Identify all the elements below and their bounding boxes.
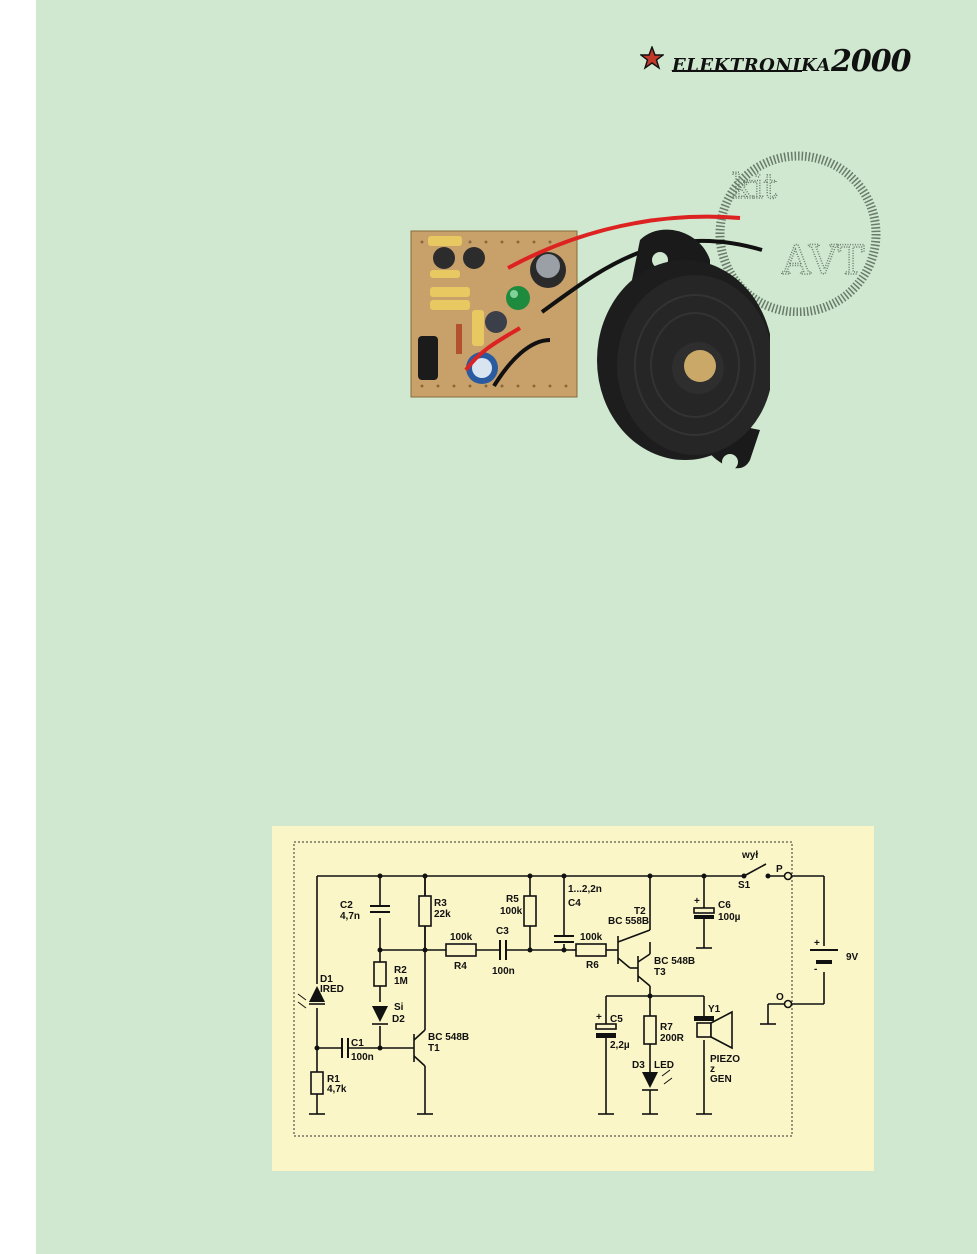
battery-value: 9V: [846, 952, 859, 963]
r7-value: 200R: [660, 1033, 685, 1044]
piezo-y1: [694, 1010, 733, 1050]
piezo-buzzer: [597, 229, 770, 470]
logo-underline: [672, 70, 802, 72]
c5-plus: +: [596, 1012, 602, 1023]
c3-value: 100n: [492, 966, 515, 977]
resistor-r4: [445, 943, 477, 957]
c6-name: C6: [718, 900, 731, 911]
circuit-schematic: wył S1 P O + - 9V D1 IRED R1 4,7k C1 100…: [293, 841, 859, 1137]
pcb-board: [410, 230, 578, 398]
logo-year: 2000: [831, 44, 911, 79]
c5-name: C5: [610, 1014, 623, 1025]
d3-value: LED: [654, 1060, 674, 1071]
c4-name: C4: [568, 898, 581, 909]
switch-s1: [741, 863, 771, 879]
r6-value: 100k: [580, 932, 603, 943]
terminal-o-label: O: [776, 992, 784, 1003]
y1-line1: PIEZO: [710, 1054, 740, 1065]
resistor-r1: [310, 1071, 324, 1095]
resistor-r5: [523, 895, 537, 927]
kit-avt-stamp: kit AVT: [715, 151, 881, 316]
r4-name: R4: [454, 961, 467, 972]
capacitor-c4: [554, 935, 574, 943]
kit-photo: [410, 214, 770, 470]
y1-name: Y1: [708, 1004, 721, 1015]
r6-name: R6: [586, 960, 599, 971]
d1-value: IRED: [320, 984, 344, 995]
capacitor-c3: [499, 940, 507, 960]
battery: [810, 949, 838, 964]
r5-value: 100k: [500, 906, 523, 917]
r1-value: 4,7k: [327, 1084, 347, 1095]
c2-name: C2: [340, 900, 353, 911]
logo-name: ELEKTRONIKA: [672, 55, 832, 76]
t1-name: T1: [428, 1043, 440, 1054]
d3-name: D3: [632, 1060, 645, 1071]
d2-value: Si: [394, 1002, 404, 1013]
magazine-logo: ELEKTRONIKA2000: [640, 40, 912, 80]
y1-line2: z: [710, 1064, 715, 1075]
terminal-p: [783, 871, 793, 881]
t3-value: BC 548B: [654, 956, 695, 967]
c2-value: 4,7n: [340, 911, 360, 922]
c5-value: 2,2µ: [610, 1040, 630, 1051]
c1-name: C1: [351, 1038, 364, 1049]
d2-name: D2: [392, 1014, 405, 1025]
resistor-r6: [575, 943, 607, 957]
terminal-p-label: P: [776, 864, 783, 875]
resistor-r7: [643, 1015, 657, 1045]
buzzer-wires: [464, 214, 763, 388]
t3-name: T3: [654, 967, 666, 978]
resistor-r3: [418, 895, 432, 927]
capacitor-c1: [341, 1038, 349, 1058]
switch-name: S1: [738, 880, 751, 891]
r1-name: R1: [327, 1074, 340, 1085]
r5-name: R5: [506, 894, 519, 905]
t2-value: BC 558B: [608, 916, 649, 927]
junction-dots: [314, 873, 707, 1051]
c6-value: 100µ: [718, 912, 741, 923]
t1-value: BC 548B: [428, 1032, 469, 1043]
r3-name: R3: [434, 898, 447, 909]
y1-line3: GEN: [710, 1074, 732, 1085]
logo-wordmark: ELEKTRONIKA2000: [672, 44, 912, 79]
schematic-panel: wył S1 P O + - 9V D1 IRED R1 4,7k C1 100…: [272, 826, 874, 1171]
star-icon: [640, 46, 664, 70]
battery-plus: +: [814, 938, 820, 949]
r2-name: R2: [394, 965, 407, 976]
t2-name: T2: [634, 906, 646, 917]
r3-value: 22k: [434, 909, 451, 920]
c1-value: 100n: [351, 1052, 374, 1063]
enclosure-outline: [293, 841, 793, 1137]
c3-name: C3: [496, 926, 509, 937]
led-d3: [642, 1069, 673, 1091]
r2-value: 1M: [394, 976, 408, 987]
diode-d1: [297, 986, 325, 1009]
terminal-o: [783, 999, 793, 1009]
capacitor-c5: [595, 1023, 617, 1038]
battery-minus: -: [814, 964, 817, 975]
c4-value: 1...2,2n: [568, 884, 602, 895]
stamp-avt-text: AVT: [781, 238, 865, 284]
d1-name: D1: [320, 974, 333, 985]
r7-name: R7: [660, 1022, 673, 1033]
diode-d2: [372, 1006, 388, 1025]
stamp-kit-text: kit: [732, 167, 777, 207]
c6-plus: +: [694, 896, 700, 907]
resistor-r2: [373, 961, 387, 987]
capacitor-c2: [370, 905, 390, 913]
r4-value: 100k: [450, 932, 473, 943]
switch-label: wył: [741, 850, 758, 861]
capacitor-c6: [693, 907, 715, 919]
